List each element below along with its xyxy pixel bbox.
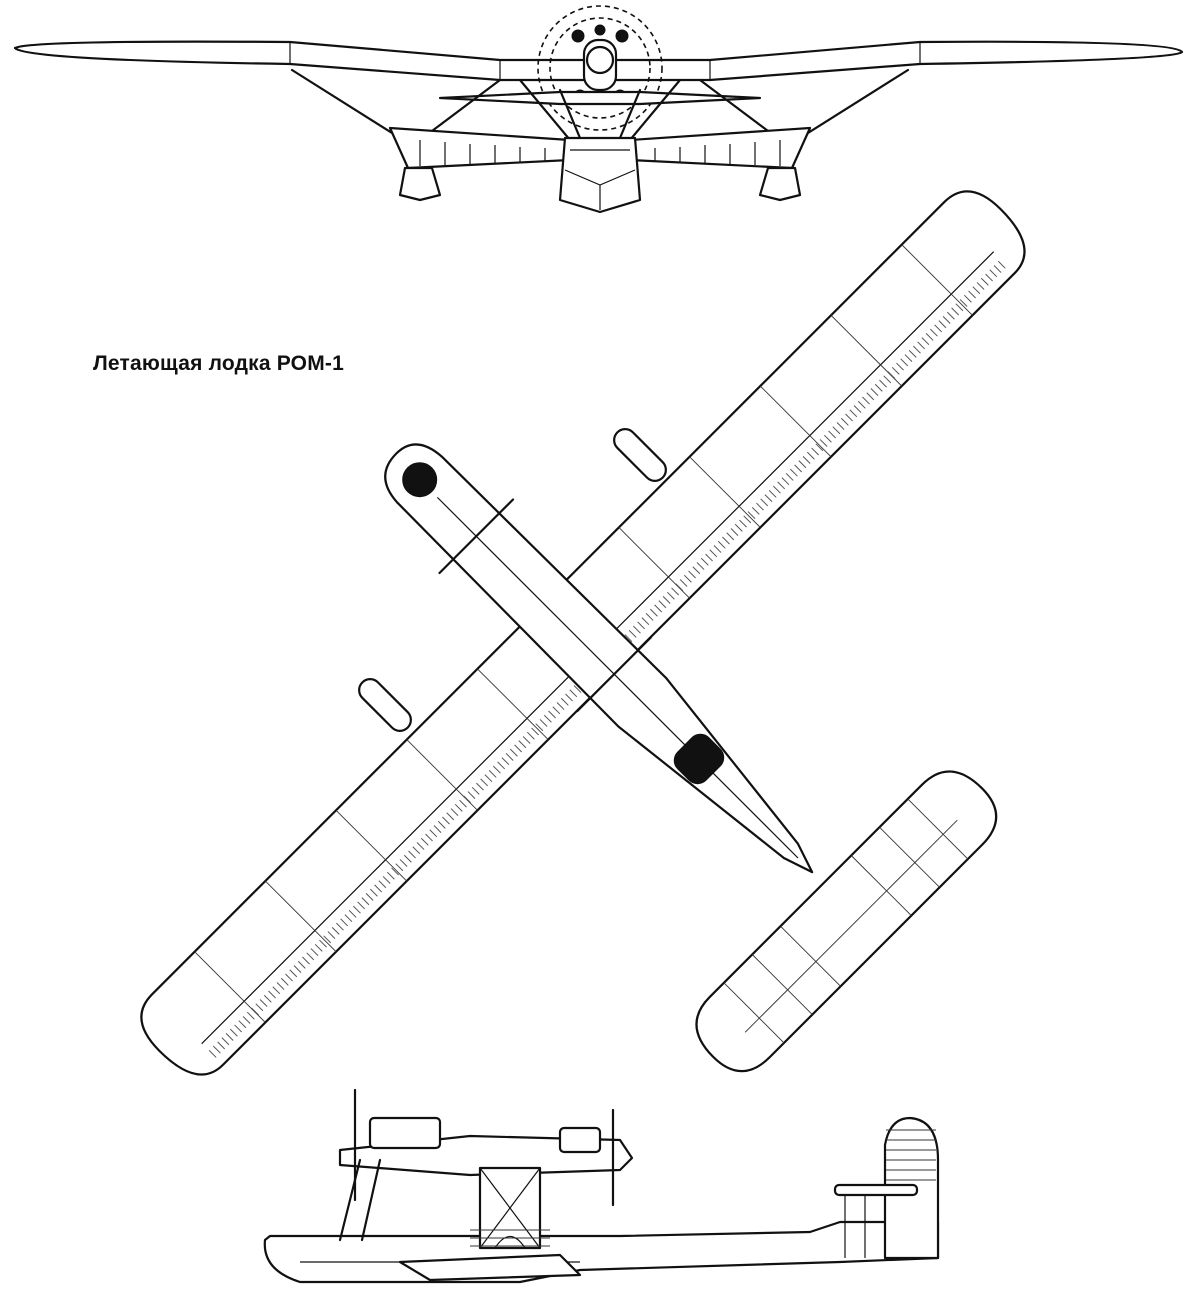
side-engine xyxy=(368,1116,442,1150)
front-view xyxy=(13,5,1184,214)
side-hull xyxy=(263,1220,940,1284)
top-view xyxy=(140,190,1026,1076)
drawing-caption: Летающая лодка РОМ-1 xyxy=(93,352,344,375)
right-float xyxy=(758,166,802,202)
front-hull xyxy=(558,136,642,214)
top-tailplane xyxy=(695,770,998,1073)
side-view xyxy=(263,1088,940,1284)
front-lower-wing xyxy=(388,126,572,170)
propeller-disc xyxy=(537,5,663,131)
top-float-left xyxy=(358,678,412,732)
left-float xyxy=(398,166,442,202)
top-float-right xyxy=(613,428,667,482)
